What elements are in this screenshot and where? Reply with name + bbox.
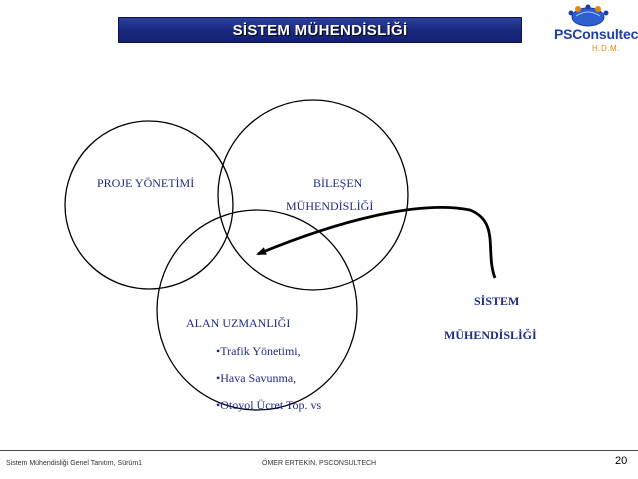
footer-divider <box>0 450 638 451</box>
project-management-label: PROJE YÖNETİMİ <box>97 176 195 190</box>
project-management-circle <box>64 120 234 290</box>
system-engineering-label-1: SİSTEM <box>474 294 520 308</box>
footer-left-text: Sistem Mühendisliği Genel Tanıtım, Sürüm… <box>6 460 143 467</box>
logo-subtitle: H.D.M. <box>592 44 620 53</box>
component-engineering-label-2: MÜHENDİSLİĞİ <box>286 199 374 213</box>
company-logo: PSConsultech H.D.M. <box>540 4 638 54</box>
domain-item: •Otoyol Ücret Top. vs <box>216 398 322 412</box>
page-number: 20 <box>615 455 628 467</box>
globe-people-icon <box>568 4 609 27</box>
logo-name: PSConsultech <box>554 26 638 42</box>
system-engineering-label-2: MÜHENDİSLİĞİ <box>444 328 537 342</box>
title-bar: SİSTEM MÜHENDİSLİĞİ <box>118 17 522 43</box>
domain-item: •Trafik Yönetimi, <box>216 344 301 358</box>
component-engineering-label-1: BİLEŞEN <box>313 176 363 190</box>
system-engineering-arrow <box>256 206 497 279</box>
slide-title: SİSTEM MÜHENDİSLİĞİ <box>232 22 408 39</box>
component-engineering-circle <box>217 99 409 291</box>
footer-center-text: ÖMER ERTEKİN, PSCONSULTECH <box>262 460 377 467</box>
domain-expertise-circle <box>156 209 358 411</box>
domain-expertise-label: ALAN UZMANLIĞI <box>186 316 291 330</box>
domain-item: •Hava Savunma, <box>216 371 297 385</box>
